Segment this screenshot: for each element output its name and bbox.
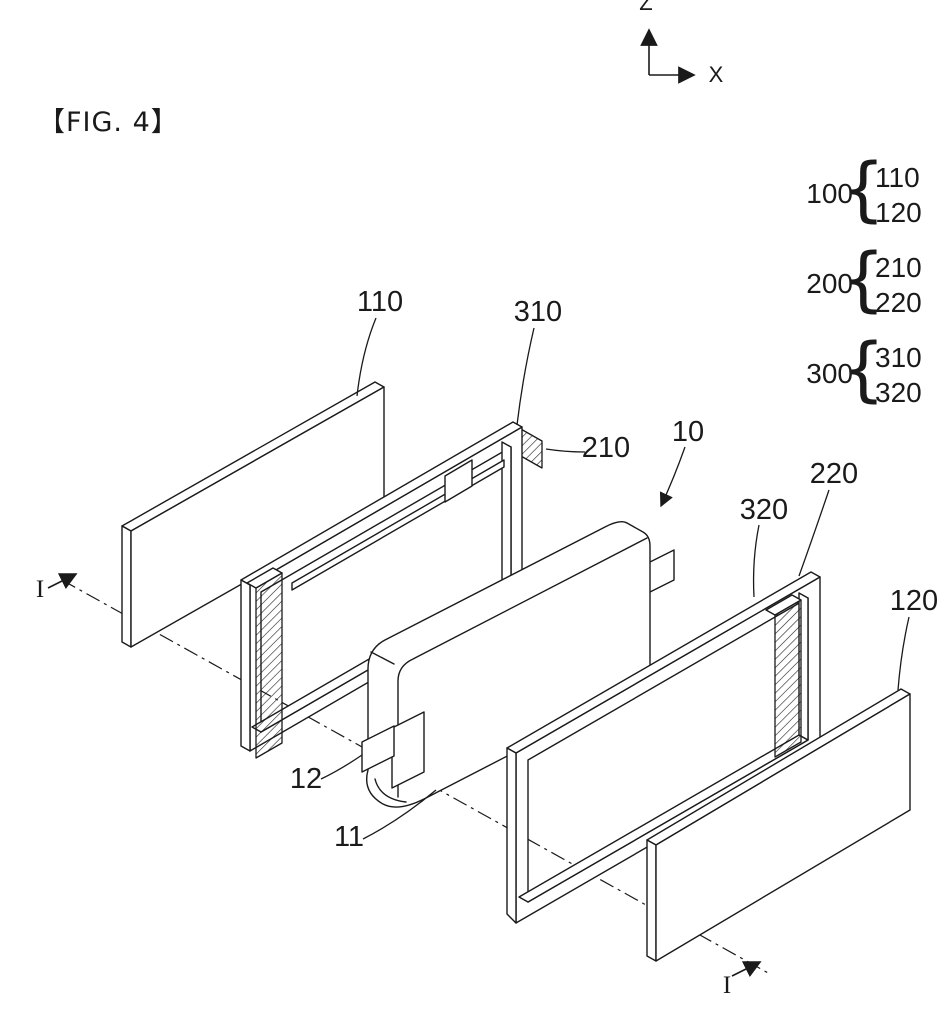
frame-1-side-face bbox=[240, 579, 251, 752]
group-200-id: 200 bbox=[806, 268, 853, 299]
cell-seal-flange bbox=[374, 778, 407, 803]
label-120: 120 bbox=[890, 585, 938, 617]
group-300-member-310: 310 bbox=[875, 342, 922, 373]
label-310: 310 bbox=[514, 296, 562, 328]
group-100-member-120: 120 bbox=[875, 197, 922, 228]
section-arrow-left bbox=[47, 573, 78, 589]
group-300-id: 300 bbox=[806, 358, 853, 389]
plate-120 bbox=[646, 688, 911, 962]
label-11: 11 bbox=[334, 821, 364, 853]
z-axis-label: Z bbox=[639, 0, 652, 15]
label-220: 220 bbox=[810, 458, 858, 490]
adhesive-bar-320 bbox=[774, 599, 802, 758]
leader-120 bbox=[897, 616, 910, 691]
label-320: 320 bbox=[740, 494, 788, 526]
group-300-member-320: 320 bbox=[875, 377, 922, 408]
coordinate-axes: Z X bbox=[639, 0, 723, 87]
labels: 【FIG. 4】 110 310 210 10 320 220 120 12 1… bbox=[36, 107, 938, 999]
group-200-brace: { bbox=[841, 238, 886, 320]
group-100-brace: { bbox=[841, 148, 886, 230]
leader-320 bbox=[752, 524, 760, 598]
tab-seal-block bbox=[391, 711, 425, 789]
frame-2-side-face bbox=[506, 747, 517, 924]
plate-110-side-face bbox=[121, 525, 132, 648]
frame-1-sensor-box bbox=[444, 459, 473, 503]
leader-310 bbox=[516, 327, 535, 426]
leader-arrow-10 bbox=[659, 446, 686, 508]
adhesive-bar-320-cap bbox=[765, 594, 802, 616]
x-axis-label: X bbox=[709, 62, 724, 87]
section-arrow-right bbox=[731, 961, 762, 977]
group-200-member-210: 210 bbox=[875, 252, 922, 283]
label-10: 10 bbox=[672, 416, 704, 448]
plate-120-front-face bbox=[655, 693, 911, 962]
leader-11 bbox=[362, 789, 437, 840]
leader-12 bbox=[320, 754, 363, 780]
leader-lines bbox=[320, 317, 910, 840]
section-marker-left: I bbox=[36, 576, 44, 603]
label-110: 110 bbox=[357, 286, 403, 318]
leader-220 bbox=[798, 489, 830, 577]
group-100-member-110: 110 bbox=[875, 162, 920, 193]
cell-front-edges bbox=[397, 537, 648, 798]
electrode-tab-12 bbox=[361, 725, 395, 773]
label-12: 12 bbox=[290, 763, 322, 795]
group-annotation-200: 200 { 210 220 bbox=[806, 238, 921, 320]
battery-cell-10 bbox=[361, 520, 675, 808]
cell-end-edge bbox=[370, 651, 395, 665]
figure-title: 【FIG. 4】 bbox=[38, 107, 179, 138]
group-100-id: 100 bbox=[806, 178, 853, 209]
plate-120-side-face bbox=[646, 839, 657, 962]
adhesive-bar-310 bbox=[255, 572, 283, 759]
group-200-member-220: 220 bbox=[875, 287, 922, 318]
label-210: 210 bbox=[582, 432, 630, 464]
group-300-brace: { bbox=[841, 328, 886, 410]
leader-210 bbox=[545, 448, 586, 453]
cartridge-frame-2 bbox=[506, 571, 821, 924]
leader-110 bbox=[356, 317, 377, 397]
adhesive-bar-310-cap bbox=[246, 567, 283, 589]
group-annotation-300: 300 { 310 320 bbox=[806, 328, 921, 410]
plate-110 bbox=[121, 381, 385, 648]
section-marker-right: I bbox=[723, 972, 731, 999]
group-annotation-100: 100 { 110 120 bbox=[806, 148, 921, 230]
